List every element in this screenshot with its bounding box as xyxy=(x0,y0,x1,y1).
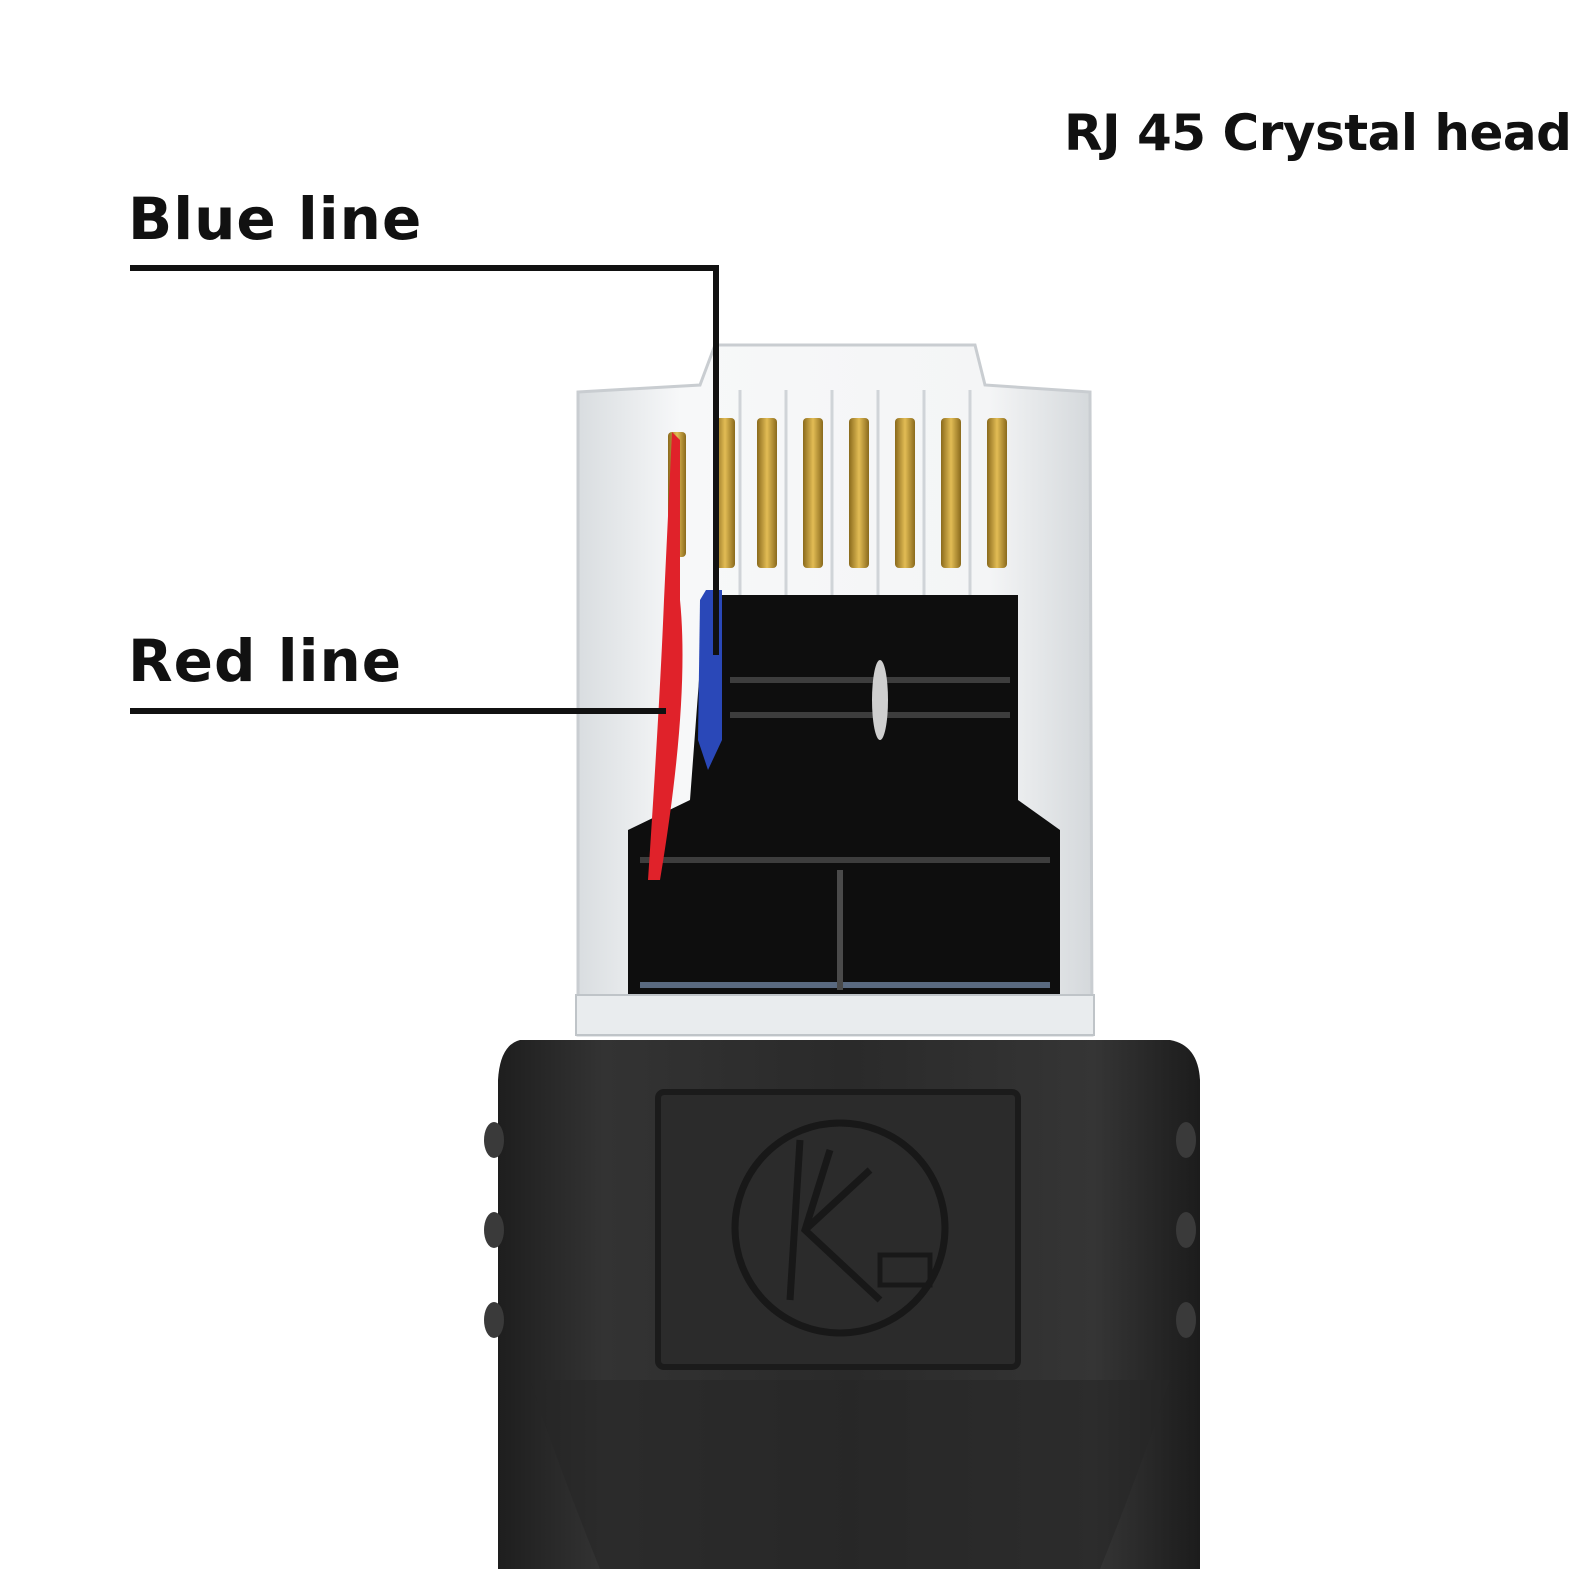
k-circle-logo-icon xyxy=(731,1119,949,1337)
contact-slot-ribs xyxy=(738,390,972,595)
blue-line-leader xyxy=(130,265,719,655)
red-wire xyxy=(648,432,683,880)
boot-lower-taper xyxy=(530,1380,1170,1569)
blue-line-label: Blue line xyxy=(128,185,423,253)
plug-base-rim xyxy=(575,994,1095,1036)
boot-ridges xyxy=(484,1122,1196,1338)
plug-inner-load-bar xyxy=(628,595,1060,1030)
logo-plate xyxy=(655,1089,1021,1370)
inner-highlights xyxy=(640,677,1050,990)
title-label: RJ 45 Crystal head xyxy=(1064,104,1569,162)
inner-white-highlight xyxy=(872,660,888,740)
red-line-label: Red line xyxy=(128,627,403,695)
gold-contacts xyxy=(668,418,1007,568)
